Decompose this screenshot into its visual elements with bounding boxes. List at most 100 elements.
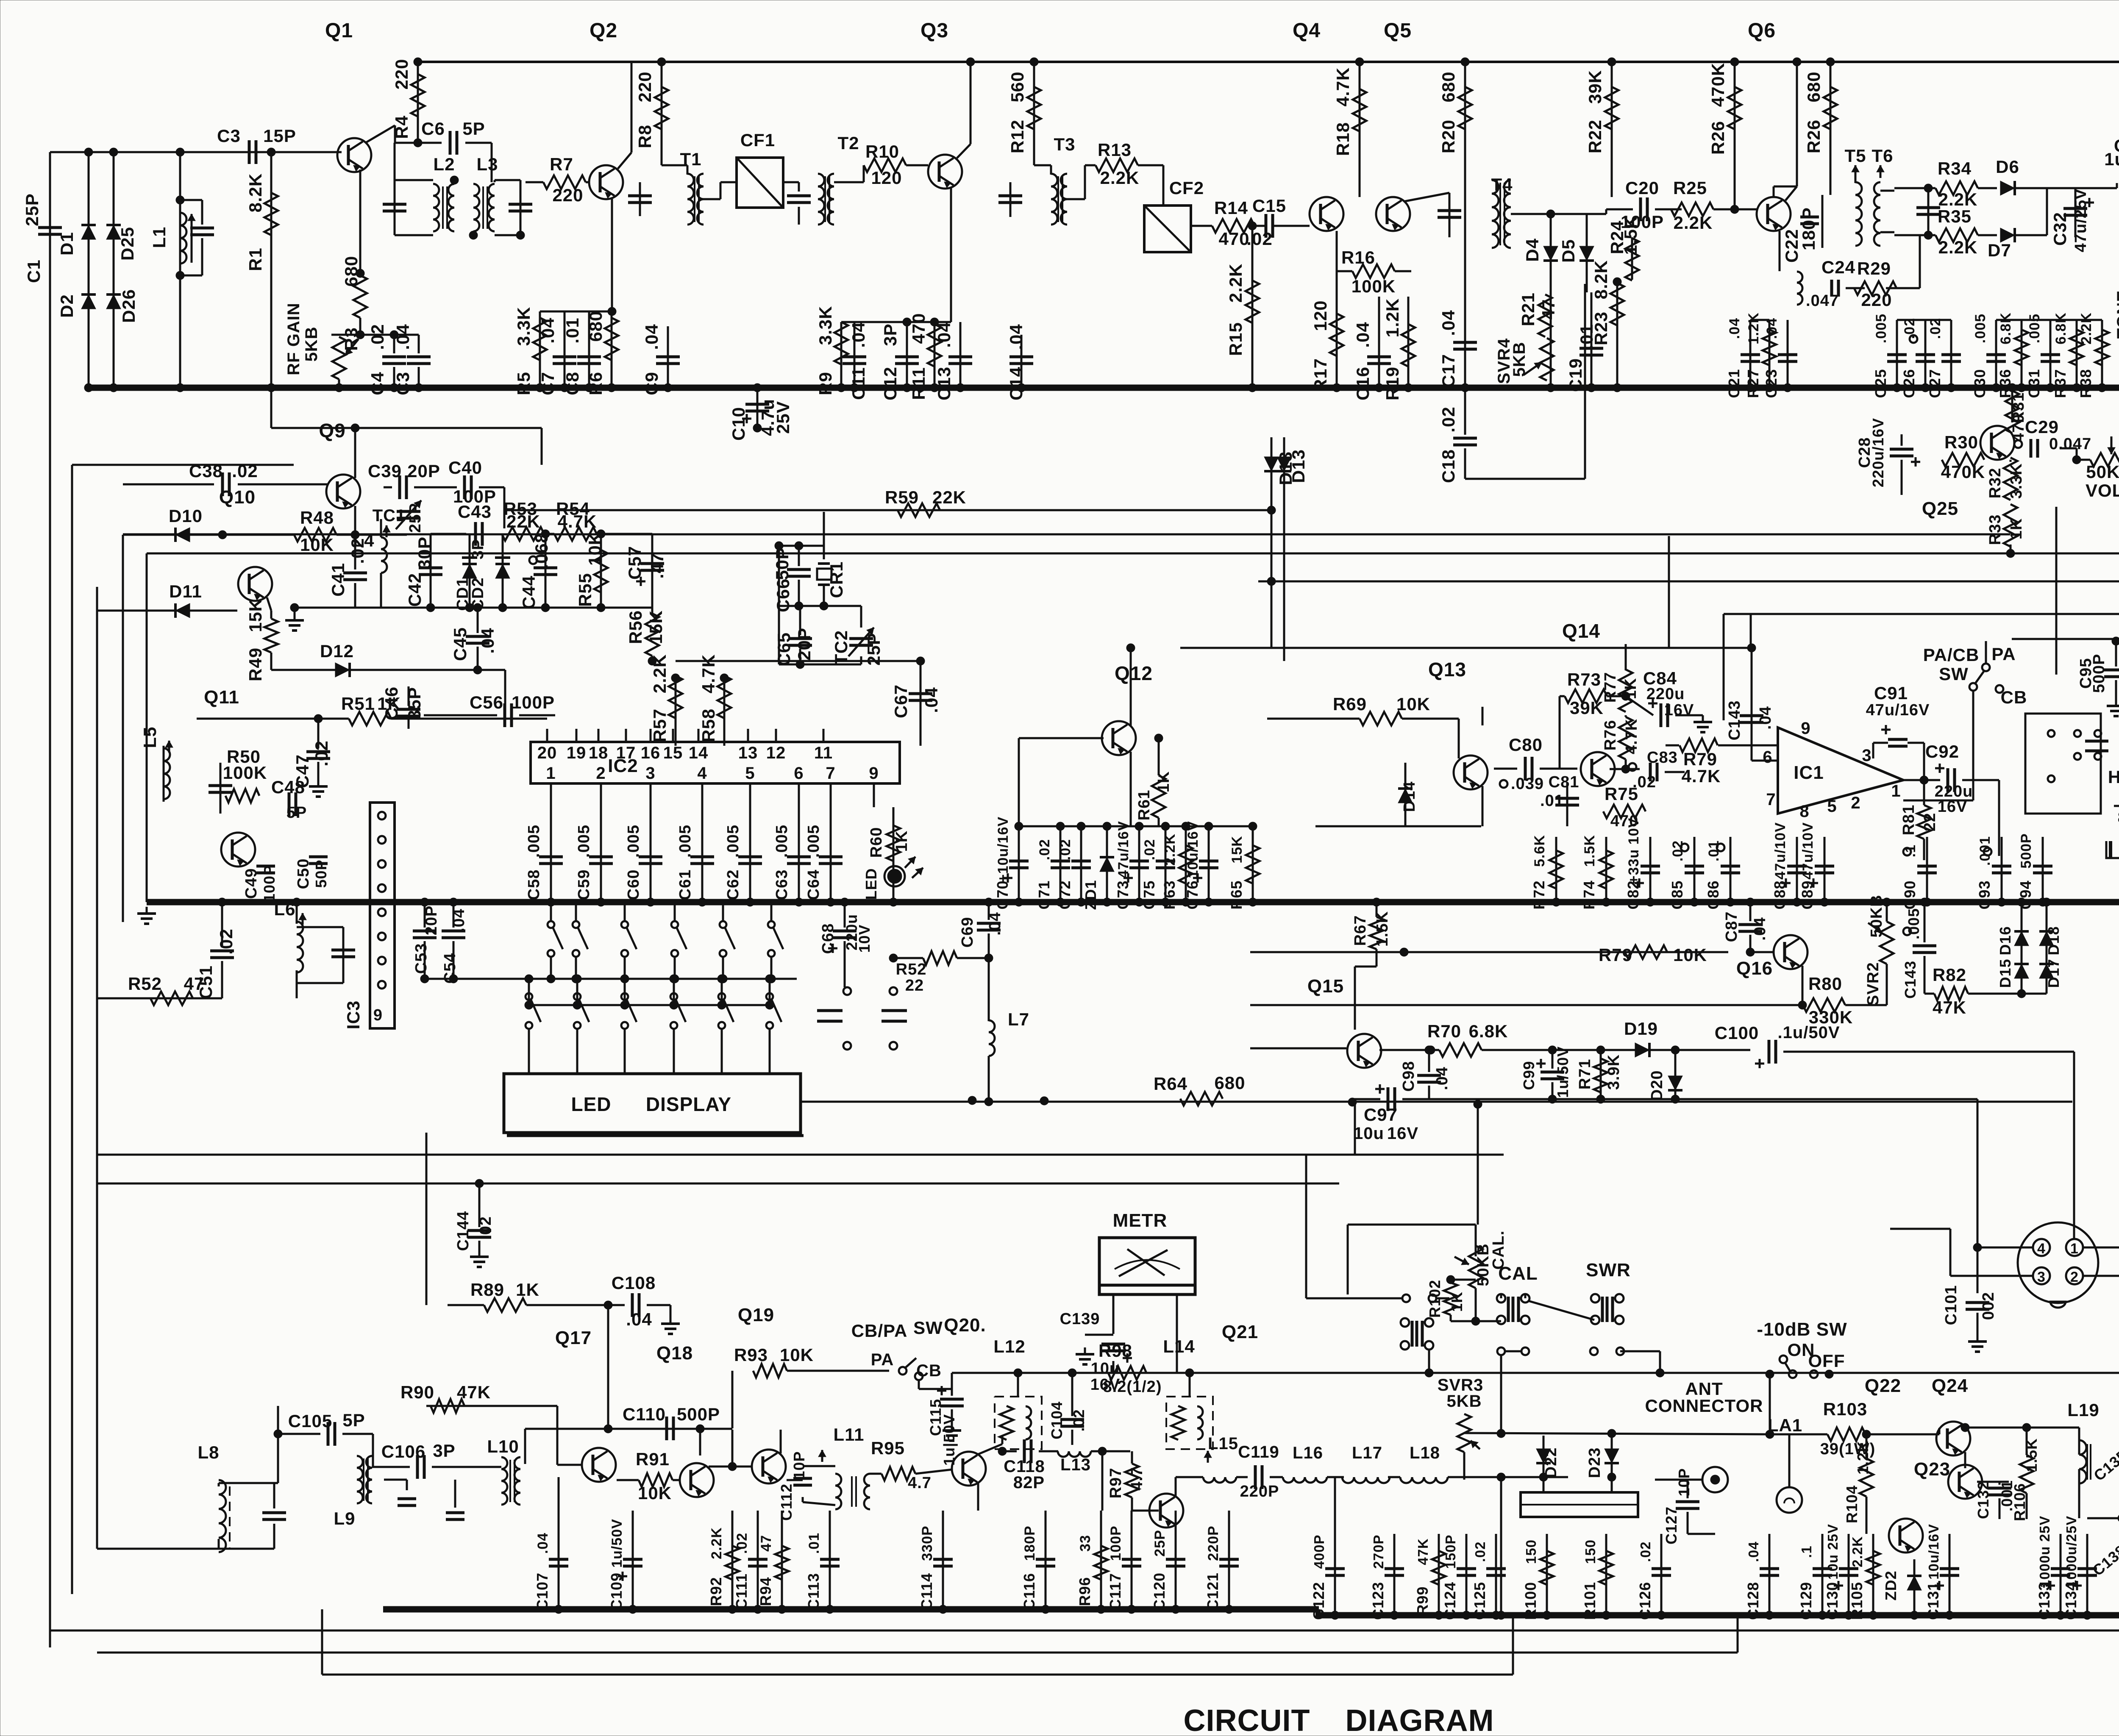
- svg-text:C133: C133: [2036, 1582, 2053, 1620]
- svg-text:220u: 220u: [843, 914, 860, 950]
- svg-text:C59: C59: [575, 869, 593, 900]
- svg-text:400P: 400P: [1311, 1534, 1327, 1569]
- svg-text:.02: .02: [232, 461, 258, 481]
- svg-text:R17: R17: [1310, 358, 1330, 392]
- svg-text:3.3K: 3.3K: [514, 307, 534, 346]
- svg-text:C125: C125: [1471, 1582, 1488, 1620]
- svg-text:1: 1: [2070, 1241, 2079, 1257]
- svg-text:R93: R93: [734, 1345, 768, 1365]
- svg-text:METR: METR: [1113, 1210, 1168, 1231]
- svg-text:4.7K: 4.7K: [1333, 67, 1353, 107]
- svg-text:C15: C15: [1252, 196, 1286, 216]
- svg-text:1.5K: 1.5K: [1621, 216, 1641, 255]
- svg-text:.04: .04: [393, 324, 413, 350]
- svg-text:.02: .02: [477, 1216, 495, 1240]
- svg-text:C117: C117: [1107, 1573, 1124, 1610]
- svg-text:C86: C86: [1705, 880, 1722, 909]
- svg-text:220u: 220u: [1935, 783, 1973, 800]
- svg-text:C144: C144: [454, 1211, 472, 1251]
- svg-text:R74: R74: [1580, 880, 1598, 909]
- svg-text:33: 33: [1077, 1535, 1093, 1552]
- svg-text:R77: R77: [1602, 672, 1619, 703]
- svg-text:C30: C30: [1971, 369, 1988, 398]
- svg-text:15K: 15K: [646, 610, 666, 644]
- svg-text:15K: 15K: [1229, 836, 1245, 863]
- svg-text:16V: 16V: [1090, 1376, 1121, 1394]
- svg-text:C40: C40: [448, 458, 482, 478]
- svg-text:R100: R100: [1522, 1582, 1539, 1620]
- svg-text:R64: R64: [1154, 1074, 1187, 1094]
- svg-text:16V: 16V: [1387, 1124, 1418, 1143]
- svg-text:18: 18: [589, 744, 609, 762]
- svg-text:C69: C69: [959, 917, 976, 948]
- svg-text:.04: .04: [921, 687, 941, 713]
- svg-text:5KB: 5KB: [302, 326, 321, 361]
- svg-text:ZD1: ZD1: [1082, 880, 1099, 910]
- svg-text:20P: 20P: [794, 628, 814, 661]
- svg-text:.04: .04: [986, 912, 1004, 936]
- svg-text:.02: .02: [1070, 1409, 1087, 1431]
- svg-text:2.2K: 2.2K: [1938, 189, 1978, 209]
- svg-text:1.2K: 1.2K: [1382, 298, 1402, 338]
- svg-text:R60: R60: [868, 827, 885, 858]
- svg-text:R56: R56: [626, 610, 645, 644]
- svg-text:D1: D1: [57, 232, 77, 256]
- svg-text:12: 12: [766, 744, 786, 762]
- svg-text:C108: C108: [612, 1273, 656, 1293]
- svg-text:.01: .01: [1577, 324, 1596, 350]
- svg-text:.1u/50V: .1u/50V: [1777, 1023, 1840, 1042]
- svg-text:47u/16V: 47u/16V: [1115, 821, 1132, 878]
- svg-text:C56: C56: [470, 692, 503, 712]
- svg-text:470: 470: [1218, 229, 1249, 249]
- svg-text:20P: 20P: [407, 461, 440, 481]
- svg-text:3.9K: 3.9K: [1605, 1054, 1623, 1090]
- svg-text:10u: 10u: [1354, 1124, 1384, 1143]
- svg-text:002: 002: [1980, 1292, 1997, 1320]
- svg-text:D25: D25: [117, 227, 137, 261]
- svg-text:.02: .02: [1927, 318, 1944, 339]
- svg-text:C97: C97: [1364, 1105, 1398, 1125]
- svg-text:1K: 1K: [1448, 1292, 1466, 1312]
- svg-text:.005: .005: [1873, 314, 1889, 343]
- svg-text:47u/25V: 47u/25V: [2072, 189, 2090, 253]
- svg-text:D6: D6: [1996, 157, 2019, 177]
- svg-text:.02: .02: [1037, 839, 1053, 860]
- svg-text:5P: 5P: [342, 1410, 365, 1430]
- svg-text:C32: C32: [2050, 212, 2070, 246]
- svg-text:5KB: 5KB: [1510, 342, 1529, 377]
- svg-text:17: 17: [616, 744, 636, 762]
- svg-text:C134: C134: [2062, 1582, 2080, 1620]
- svg-text:R21: R21: [1518, 292, 1538, 326]
- svg-text:20P: 20P: [423, 905, 440, 936]
- svg-text:.04: .04: [478, 628, 498, 653]
- svg-text:3P: 3P: [433, 1441, 455, 1461]
- svg-text:5P: 5P: [286, 804, 307, 822]
- svg-text:3: 3: [645, 764, 655, 783]
- svg-text:IC1: IC1: [1794, 762, 1824, 783]
- svg-text:T2: T2: [837, 133, 859, 153]
- svg-text:6.8K: 6.8K: [1998, 312, 2014, 344]
- svg-text:C100: C100: [1715, 1023, 1759, 1043]
- svg-text:C93: C93: [1976, 880, 1993, 909]
- svg-text:6: 6: [794, 764, 804, 783]
- svg-text:R23: R23: [1591, 311, 1611, 345]
- svg-text:RF GAIN: RF GAIN: [284, 303, 303, 375]
- svg-text:6.8K: 6.8K: [2053, 312, 2069, 344]
- svg-text:R96: R96: [1076, 1577, 1093, 1606]
- svg-text:C71: C71: [1035, 880, 1053, 909]
- svg-text:C20: C20: [1625, 178, 1659, 198]
- svg-text:5: 5: [1827, 797, 1837, 816]
- svg-text:R106: R106: [2011, 1483, 2028, 1521]
- svg-text:C14: C14: [1006, 367, 1026, 400]
- svg-text:T5: T5: [1844, 146, 1866, 166]
- svg-text:C33: C33: [2114, 136, 2119, 156]
- svg-text:L4: L4: [353, 531, 374, 550]
- svg-text:.04: .04: [1727, 318, 1743, 339]
- svg-text:C129: C129: [1797, 1582, 1815, 1620]
- svg-text:39K: 39K: [1585, 70, 1605, 104]
- svg-text:Q13: Q13: [1428, 658, 1466, 681]
- svg-text:C63: C63: [773, 869, 791, 900]
- svg-text:100P: 100P: [1621, 212, 1664, 232]
- svg-text:180P: 180P: [1022, 1525, 1038, 1561]
- svg-text:.04: .04: [535, 1533, 551, 1554]
